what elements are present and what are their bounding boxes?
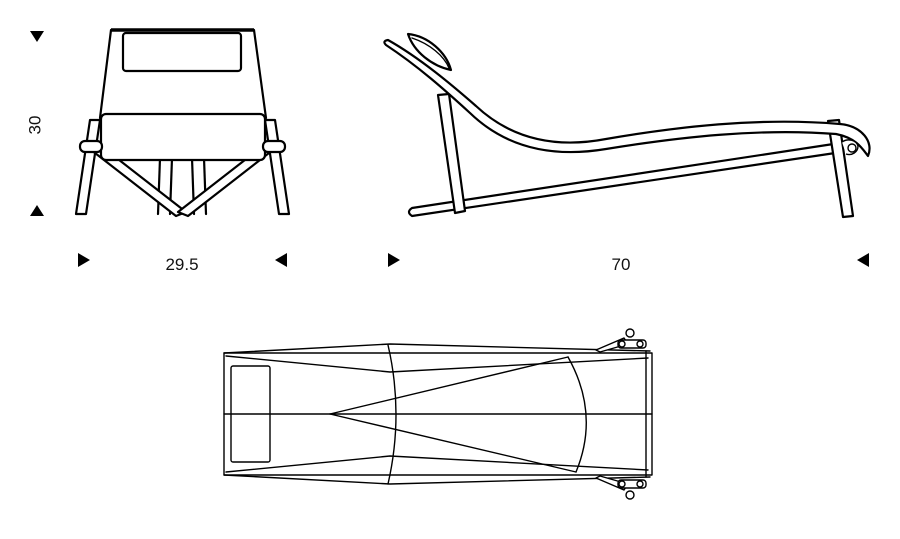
front-view-rear-leg-left (156, 156, 162, 216)
length-arrow-right (857, 253, 869, 267)
top-view-inner-bottom (225, 455, 649, 473)
length-arrow-left (388, 253, 400, 267)
front-view-leg-right (263, 118, 291, 216)
length-dimension: 70 (388, 253, 869, 274)
length-label: 70 (612, 255, 631, 274)
height-label: 30 (25, 116, 44, 135)
top-view-diagonal-top (329, 356, 569, 415)
front-view-leg-left (74, 118, 102, 216)
side-view-pillow-seam (411, 37, 450, 69)
side-view-hook-bolt (847, 143, 857, 153)
width-label: 29.5 (165, 255, 198, 274)
top-view-taper-bottom (223, 474, 651, 485)
width-arrow-left (78, 253, 90, 267)
top-view-hinge-top (595, 328, 647, 353)
front-view-rear-leg-right (202, 156, 208, 216)
top-view-taper-top (223, 343, 651, 354)
front-view-rail-cap-right (261, 139, 287, 154)
side-view-seat-curve (383, 38, 871, 158)
side-view-rear-leg (826, 118, 855, 219)
height-arrow-bottom (30, 205, 44, 216)
side-view-base-rail (407, 141, 844, 218)
height-arrow-top (30, 31, 44, 42)
top-view-curve-rear (567, 356, 587, 473)
width-arrow-right (275, 253, 287, 267)
side-view-pillow (406, 32, 453, 72)
front-view-rail-cap-left (78, 139, 104, 154)
top-view (223, 328, 653, 500)
front-view-pillow (121, 31, 243, 73)
top-view-pillow (230, 365, 271, 463)
side-view (383, 32, 871, 219)
height-dimension: 30 (25, 31, 44, 216)
top-view-inner-top (225, 355, 649, 373)
front-view-seat (99, 112, 267, 162)
side-view-front-leg (436, 92, 467, 215)
width-dimension: 29.5 (78, 253, 287, 274)
top-view-curve-front (387, 344, 397, 485)
top-view-diagonal-bottom (329, 413, 577, 473)
front-view (74, 28, 291, 218)
top-view-hinge-bottom (595, 475, 647, 500)
